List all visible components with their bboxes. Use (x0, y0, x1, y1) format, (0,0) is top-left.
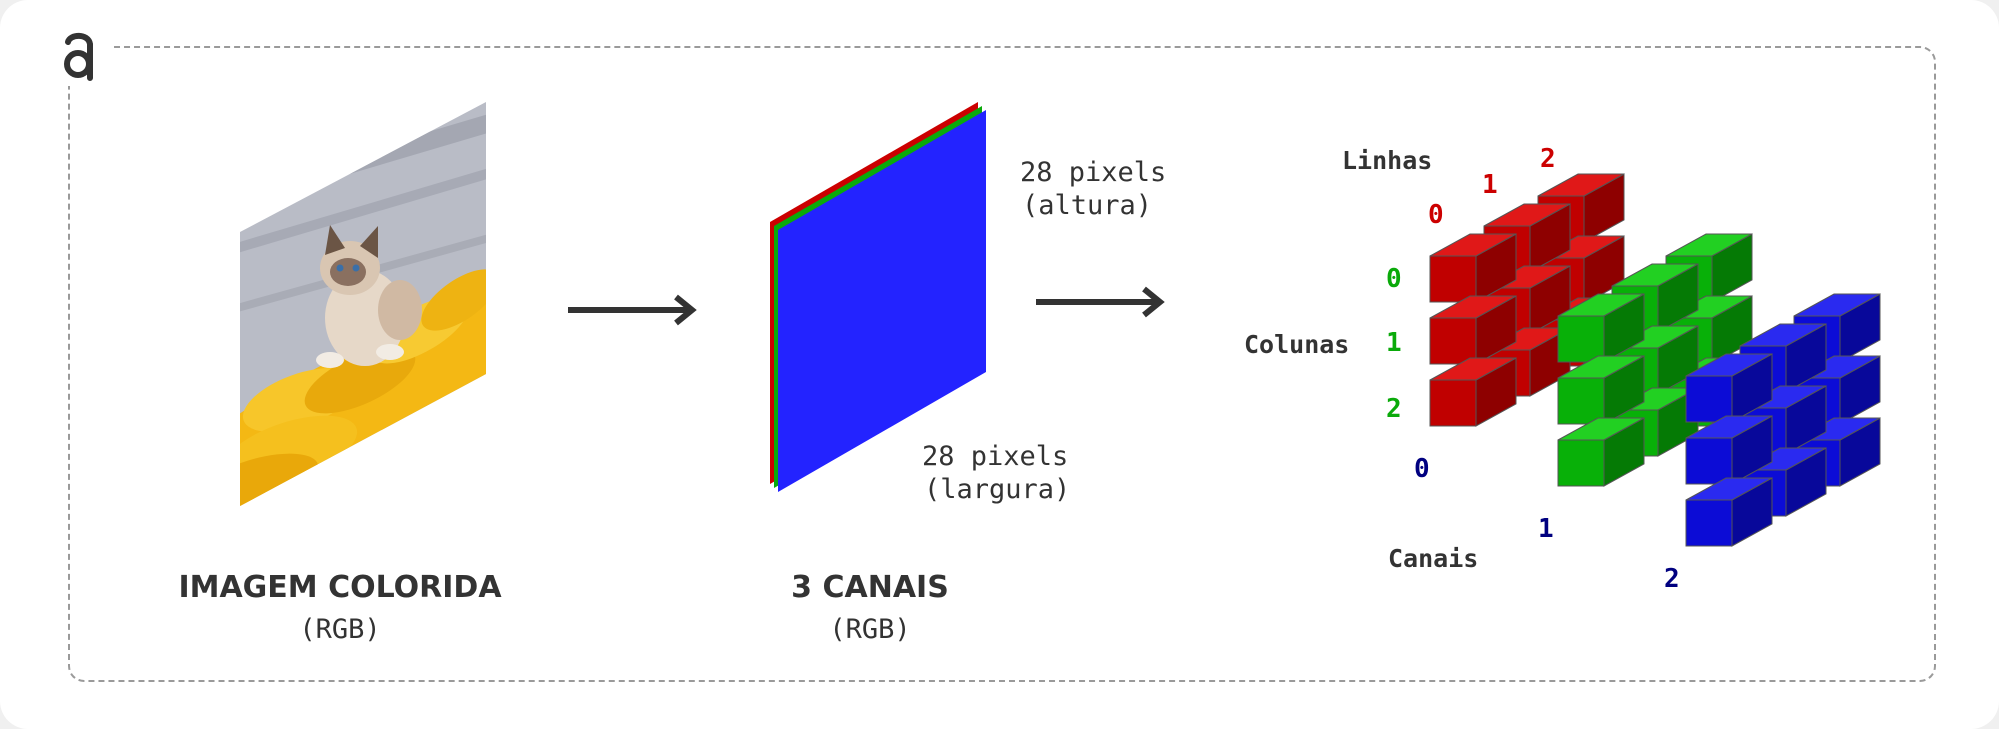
width-label-line1: 28 pixels (922, 441, 1069, 472)
arrow-right-icon (568, 294, 697, 326)
dashed-frame (68, 46, 1936, 682)
channels-subtitle: (RGB) (829, 614, 911, 645)
cube-red-r2-c0 (1429, 357, 1517, 427)
color-image-subtitle: (RGB) (299, 614, 381, 645)
color-image-title: IMAGEM COLORIDA (178, 570, 502, 605)
row-index-2: 2 (1540, 144, 1556, 174)
columns-axis-label: Colunas (1244, 330, 1350, 359)
channel-index-2: 2 (1664, 564, 1680, 594)
channels-title: 3 CANAIS (791, 570, 949, 605)
rows-axis-label: Linhas (1342, 146, 1433, 175)
brand-logo-icon (64, 32, 93, 81)
column-index-2: 2 (1386, 394, 1402, 424)
row-index-0: 0 (1428, 200, 1444, 230)
row-index-1: 1 (1482, 170, 1498, 200)
cube-blue-r0-c2 (1793, 293, 1881, 363)
channels-axis-label: Canais (1388, 544, 1479, 573)
channel-index-1: 1 (1538, 514, 1554, 544)
blue-channel-plane (778, 110, 986, 492)
width-label-line2: (largura) (924, 474, 1071, 505)
channel-index-0: 0 (1414, 454, 1430, 484)
column-index-0: 0 (1386, 264, 1402, 294)
cube-blue-r2-c0 (1685, 477, 1773, 547)
column-index-1: 1 (1386, 328, 1402, 358)
arrow-right-icon (1036, 286, 1165, 318)
cube-green-r2-c0 (1557, 417, 1645, 487)
cube-green-r1-c0 (1557, 355, 1645, 425)
cube-green-r0-c0 (1557, 293, 1645, 363)
cube-red-r1-c0 (1429, 295, 1517, 365)
height-label-line2: (altura) (1022, 190, 1153, 221)
height-label-line1: 28 pixels (1020, 157, 1167, 188)
